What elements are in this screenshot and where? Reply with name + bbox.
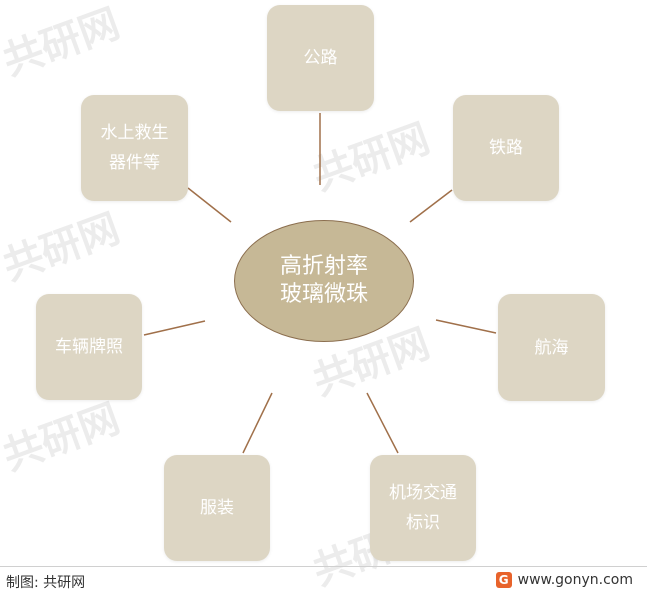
connector-airport: [366, 392, 399, 454]
connector-railway: [409, 189, 453, 223]
gonyn-logo-icon: G: [495, 572, 512, 588]
footer-site-url: www.gonyn.com: [517, 572, 633, 588]
footer-site: G www.gonyn.com: [495, 572, 633, 588]
node-clothing-label: 服装: [200, 498, 234, 518]
node-vehicle: 车辆牌照: [36, 294, 142, 400]
node-airport-label: 机场交通 标识: [389, 483, 457, 533]
center-node: 高折射率 玻璃微珠: [234, 220, 414, 342]
node-highway-label: 公路: [303, 48, 338, 68]
footer-divider: [0, 566, 647, 567]
connector-clothing: [242, 392, 273, 454]
node-vehicle-label: 车辆牌照: [55, 337, 123, 357]
node-navigation-label: 航海: [534, 337, 569, 358]
connector-navigation: [435, 319, 497, 334]
node-lifesaving: 水上救生 器件等: [81, 95, 188, 201]
node-navigation: 航海: [498, 294, 605, 401]
node-railway: 铁路: [453, 95, 559, 201]
footer-credit: 制图: 共研网: [6, 575, 86, 591]
node-highway: 公路: [267, 5, 374, 111]
connector-vehicle: [143, 320, 206, 336]
connector-lifesaving: [187, 187, 232, 223]
node-clothing: 服装: [164, 455, 270, 561]
center-label: 高折射率 玻璃微珠: [279, 254, 368, 307]
node-lifesaving-label: 水上救生 器件等: [100, 123, 169, 173]
node-railway-label: 铁路: [489, 138, 523, 158]
node-airport: 机场交通 标识: [370, 455, 476, 561]
